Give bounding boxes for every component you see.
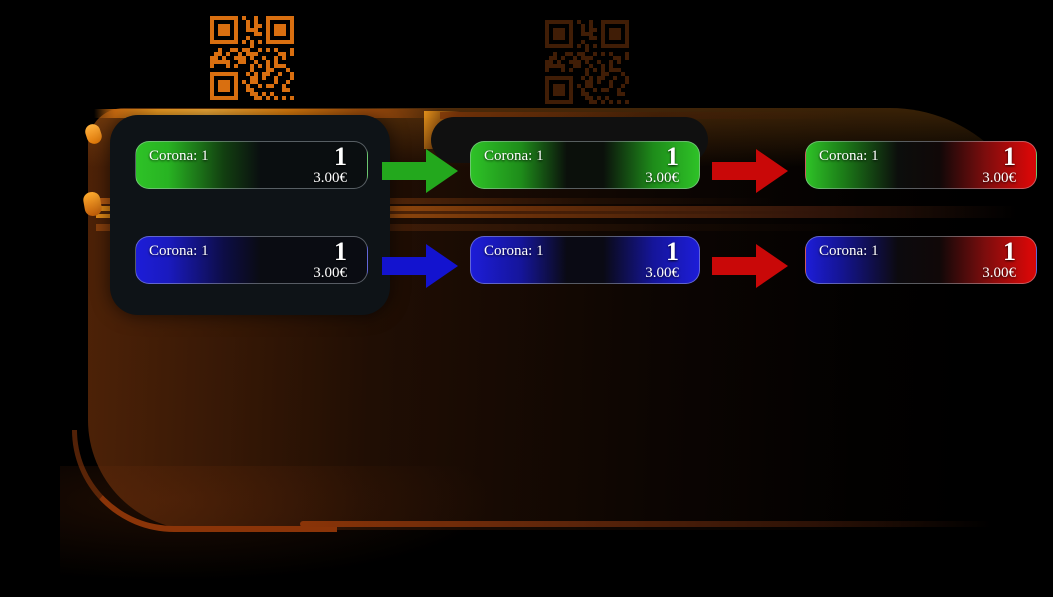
item-label: Corona: 1: [819, 148, 879, 164]
order-item-blue-removed[interactable]: Corona: 1 1 3.00€: [805, 236, 1037, 284]
tray-top-rim: [94, 109, 446, 118]
item-quantity: 1: [334, 237, 347, 266]
tray-seam-stripe: [96, 224, 916, 231]
item-label: Corona: 1: [484, 148, 544, 164]
item-quantity: 1: [1003, 237, 1016, 266]
item-amounts: 1 3.00€: [645, 237, 679, 282]
item-amounts: 1 3.00€: [313, 142, 347, 187]
item-label: Corona: 1: [819, 243, 879, 259]
item-quantity: 1: [1003, 142, 1016, 171]
item-price: 3.00€: [645, 170, 679, 186]
arrow-right-blue-icon: [382, 244, 458, 288]
tray-seam-stripe: [96, 211, 896, 214]
arrow-right-green-icon: [382, 149, 458, 193]
item-amounts: 1 3.00€: [645, 142, 679, 187]
item-amounts: 1 3.00€: [982, 142, 1016, 187]
tray-top-rim-extension: [440, 112, 870, 119]
item-label: Corona: 1: [149, 148, 209, 164]
order-item-blue-initial[interactable]: Corona: 1 1 3.00€: [135, 236, 368, 284]
item-price: 3.00€: [982, 170, 1016, 186]
arrow-right-red-icon: [712, 244, 788, 288]
tray-bottom-rim-line: [300, 521, 1020, 527]
order-item-green-selected[interactable]: Corona: 1 1 3.00€: [470, 141, 700, 189]
item-quantity: 1: [666, 237, 679, 266]
item-price: 3.00€: [645, 265, 679, 281]
order-item-green-initial[interactable]: Corona: 1 1 3.00€: [135, 141, 368, 189]
item-label: Corona: 1: [484, 243, 544, 259]
arrow-right-red-icon: [712, 149, 788, 193]
qr-code-dim-icon: [545, 20, 629, 104]
qr-code-icon: [210, 16, 294, 100]
item-amounts: 1 3.00€: [313, 237, 347, 282]
item-price: 3.00€: [313, 265, 347, 281]
tray-seam-stripe: [96, 198, 796, 204]
item-amounts: 1 3.00€: [982, 237, 1016, 282]
order-item-blue-selected[interactable]: Corona: 1 1 3.00€: [470, 236, 700, 284]
item-label: Corona: 1: [149, 243, 209, 259]
order-item-green-removed[interactable]: Corona: 1 1 3.00€: [805, 141, 1037, 189]
item-quantity: 1: [334, 142, 347, 171]
item-price: 3.00€: [313, 170, 347, 186]
item-quantity: 1: [666, 142, 679, 171]
item-price: 3.00€: [982, 265, 1016, 281]
